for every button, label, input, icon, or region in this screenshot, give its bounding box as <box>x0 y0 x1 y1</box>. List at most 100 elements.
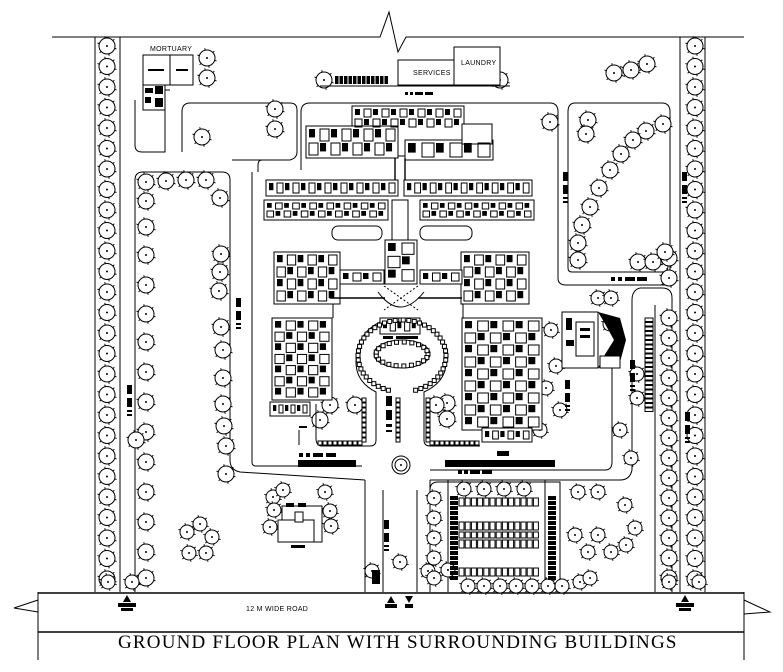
room-fixture <box>465 393 472 401</box>
room-partition <box>474 254 484 266</box>
tree-icon <box>97 323 117 343</box>
tree-icon <box>216 436 236 456</box>
tree-icon <box>192 127 212 147</box>
hedge-dot <box>418 386 424 392</box>
tree-icon <box>542 321 560 339</box>
marker-bar <box>563 201 568 203</box>
hedge-dot <box>425 417 431 423</box>
room-fixture <box>465 345 472 353</box>
tree-icon <box>97 200 117 220</box>
parking-stall <box>508 567 515 577</box>
tree-icon <box>659 308 679 328</box>
parking-stall <box>366 76 370 84</box>
room-partition <box>297 290 307 302</box>
tree-icon <box>475 577 493 595</box>
hedge-dot <box>400 317 406 323</box>
tree-icon <box>685 302 705 323</box>
tree-icon <box>579 543 597 561</box>
room-fixture <box>499 211 504 216</box>
room-fixture <box>503 333 510 341</box>
parking-stall <box>644 358 654 363</box>
tree-icon <box>180 544 198 562</box>
room-partition <box>464 404 477 416</box>
hedge-dot <box>361 432 367 438</box>
room-fixture <box>524 203 530 208</box>
drawing-title: GROUND FLOOR PLAN WITH SURROUNDING BUILD… <box>118 632 678 653</box>
hospital-room-details <box>266 108 540 440</box>
room-partition <box>451 272 460 282</box>
parking-stall <box>548 521 556 525</box>
room-partition <box>319 353 330 365</box>
parking-stall <box>450 536 458 540</box>
room-fixture <box>503 381 510 389</box>
parking-stall <box>339 76 343 84</box>
room-fixture <box>363 273 369 279</box>
hedge-dot <box>380 343 386 349</box>
room-partition <box>308 182 316 194</box>
parking-stall <box>450 511 458 515</box>
tree-icon <box>391 553 409 571</box>
room-fixture <box>355 109 360 115</box>
room-partition <box>464 202 473 210</box>
parking-stall <box>353 76 357 84</box>
room-partition <box>292 202 300 210</box>
tree-icon <box>611 421 629 439</box>
tree-icon <box>191 515 209 533</box>
tree-icon <box>685 446 705 466</box>
marker-bar <box>236 323 241 325</box>
room-fixture <box>317 183 322 191</box>
hedge-dot <box>434 331 440 337</box>
room-fixture <box>423 273 429 279</box>
room-fixture <box>343 273 349 279</box>
parking-stall <box>470 539 477 549</box>
hedge-dot <box>337 440 343 446</box>
room-fixture <box>275 211 281 216</box>
room-partition <box>319 376 330 387</box>
room-fixture <box>503 405 510 413</box>
room-partition <box>507 210 515 218</box>
parking-stall <box>477 497 484 507</box>
roundabout-icon <box>391 455 411 475</box>
room-fixture <box>327 211 332 216</box>
tree-icon <box>265 119 285 139</box>
tree-icon <box>213 394 233 414</box>
parking-stall <box>477 567 484 577</box>
marker-bar <box>685 437 690 439</box>
room-partition <box>290 404 296 414</box>
parking-stall <box>450 576 458 580</box>
tree-icon <box>97 302 117 323</box>
room-partition <box>352 272 362 282</box>
room-partition <box>352 210 360 218</box>
room-partition <box>275 202 283 210</box>
parking-stall <box>489 521 496 531</box>
room-fixture <box>308 354 315 362</box>
hedge-dot <box>395 432 401 438</box>
room-partition <box>527 344 540 356</box>
room-partition <box>476 182 483 194</box>
room-fixture <box>275 343 282 350</box>
hedge-dot <box>357 440 363 446</box>
tree-icon <box>659 368 679 388</box>
parking-stall <box>644 362 654 367</box>
parking-stall <box>644 317 654 322</box>
room-fixture <box>297 343 304 350</box>
median-markers <box>298 396 555 467</box>
room-partition <box>417 108 426 118</box>
tree-icon <box>136 392 156 412</box>
tree-icon <box>136 542 156 562</box>
room-partition <box>330 142 341 156</box>
tree-icon <box>637 54 657 74</box>
parking-stall <box>548 576 556 580</box>
tree-icon <box>568 250 588 270</box>
tree-icon <box>589 526 607 544</box>
parking-stall <box>450 571 458 575</box>
hedge-dot <box>459 440 465 446</box>
hedge-dot <box>355 352 361 358</box>
room-partition <box>449 142 463 158</box>
parking-stall <box>371 76 375 84</box>
room-fixture <box>391 109 396 115</box>
parking-stall <box>470 521 477 531</box>
room-partition <box>308 342 319 353</box>
room-fixture <box>373 109 378 115</box>
